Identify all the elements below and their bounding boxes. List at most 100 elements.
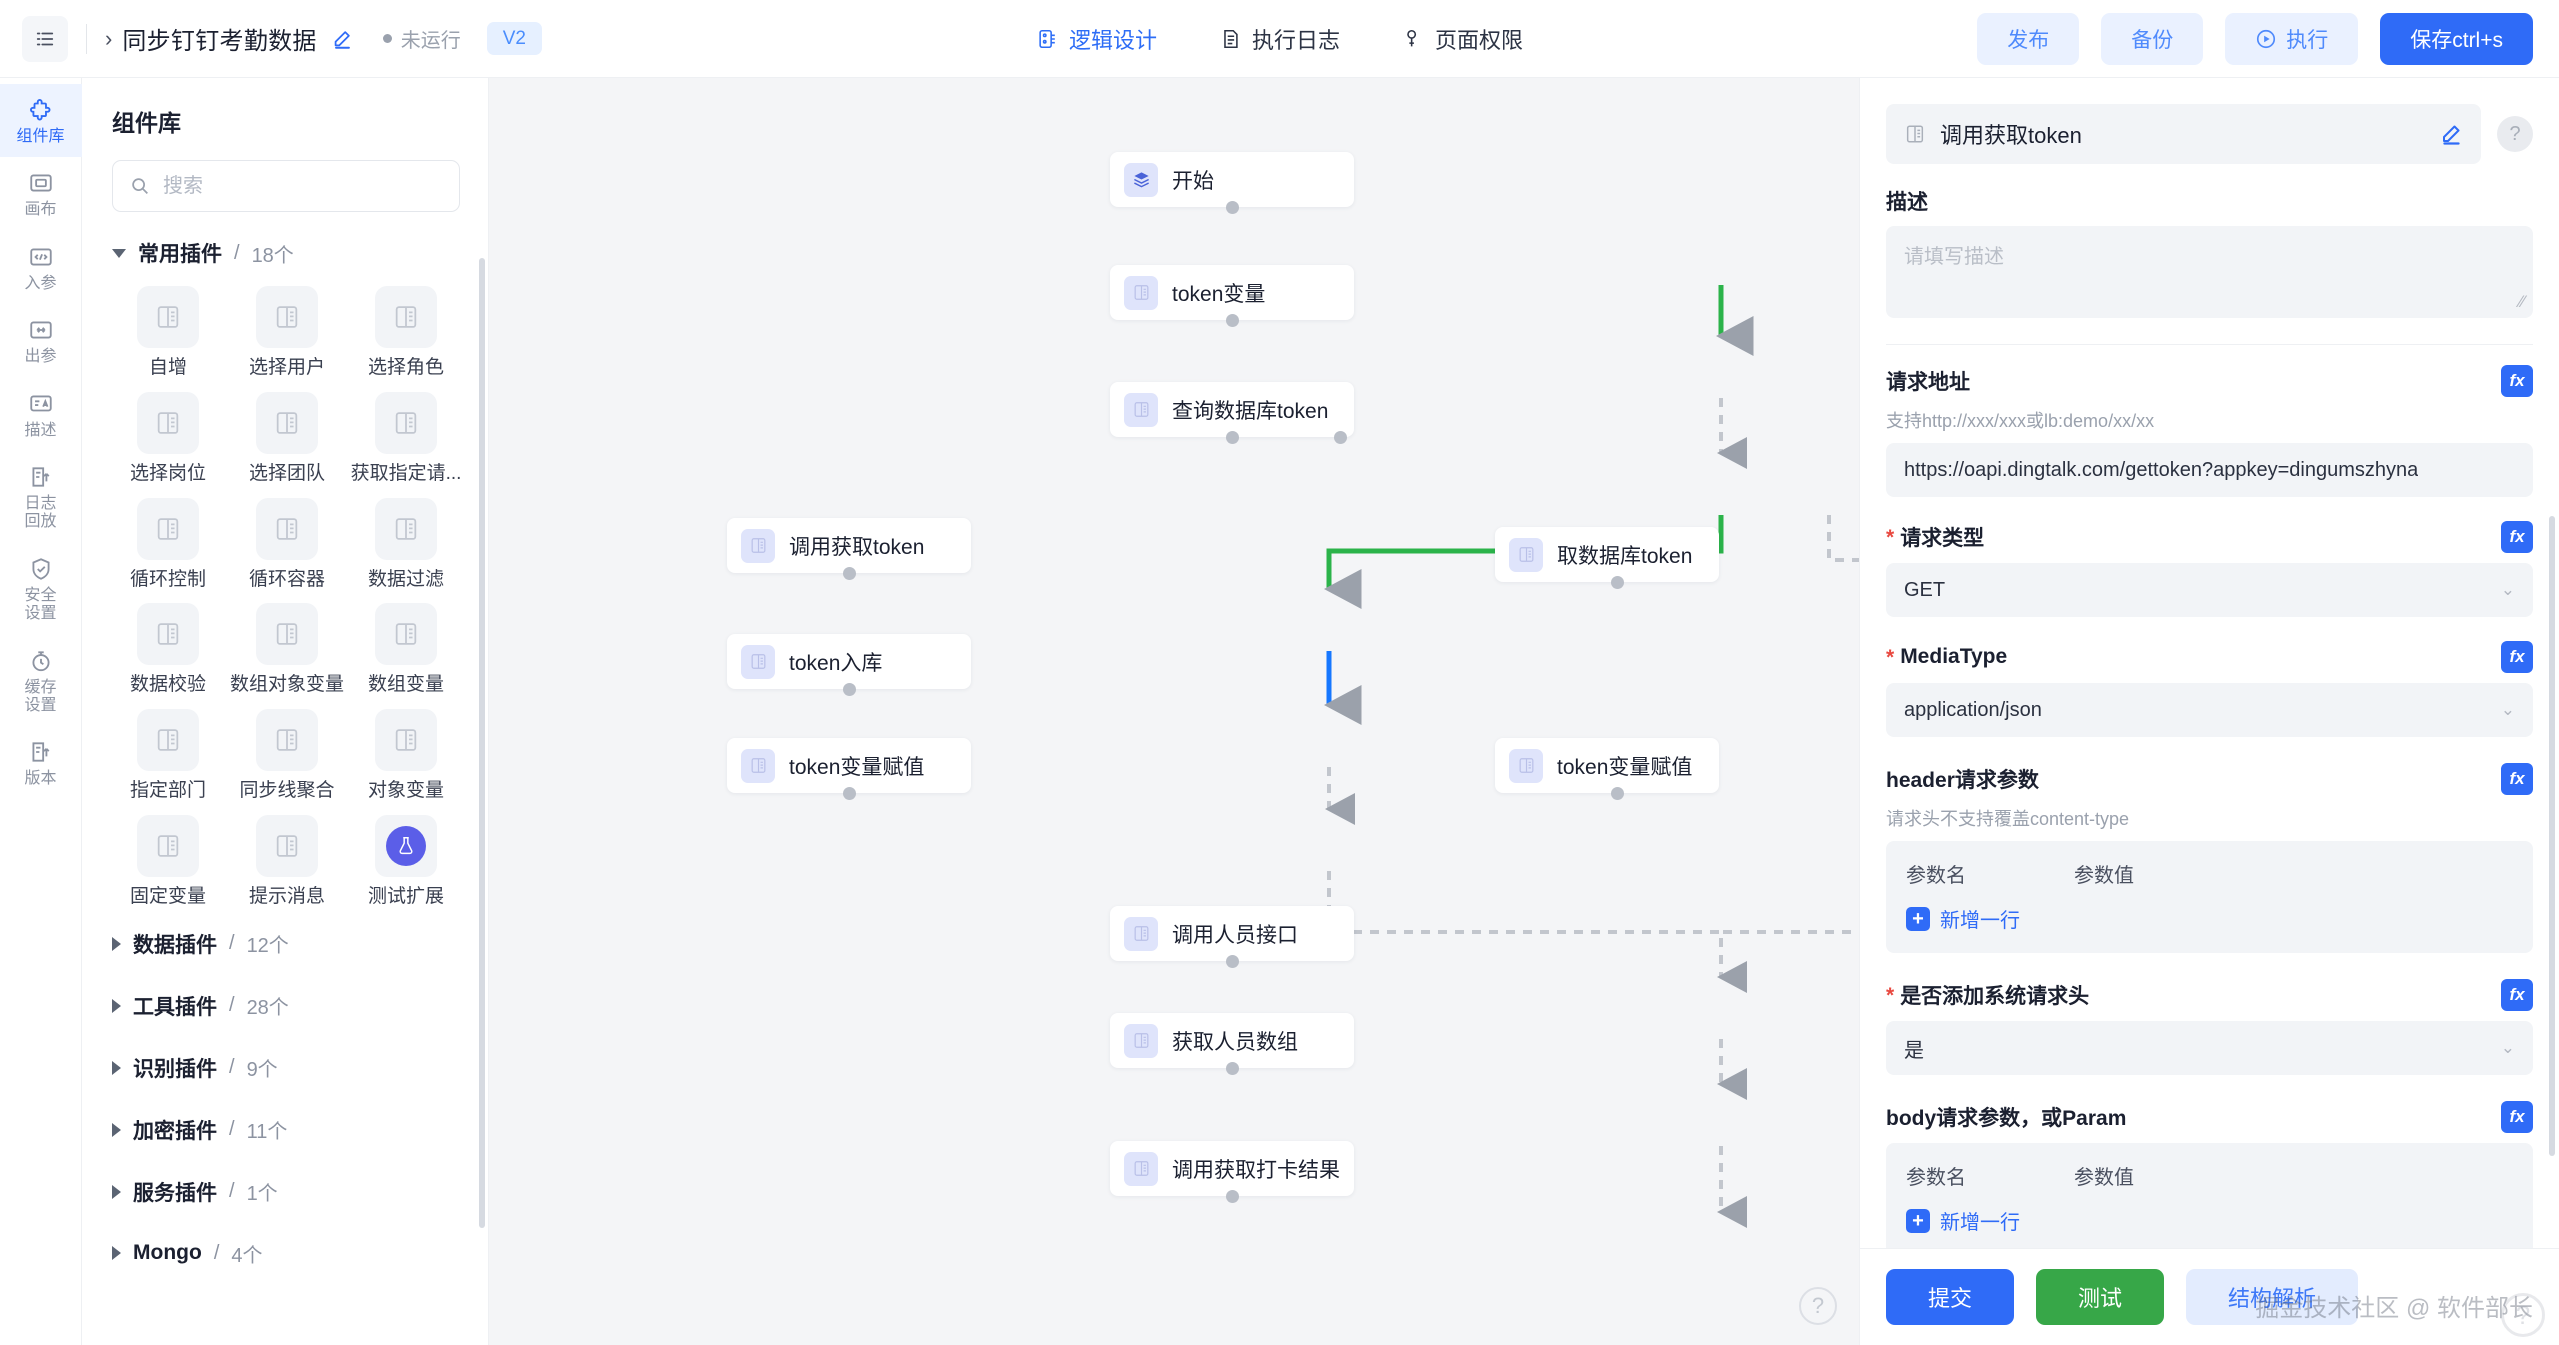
flow-node-port[interactable] xyxy=(1226,1062,1239,1075)
submit-button[interactable]: 提交 xyxy=(1886,1269,2015,1325)
library-tile[interactable]: 提示消息 xyxy=(230,814,344,909)
pencil-icon[interactable] xyxy=(331,28,353,50)
rail-item-security-settings[interactable]: 安全 设置 xyxy=(0,543,82,635)
flow-node-port[interactable] xyxy=(1226,314,1239,327)
rail-item-output-params[interactable]: 出参 xyxy=(0,304,82,377)
publish-button[interactable]: 发布 xyxy=(1977,12,2080,65)
question-icon[interactable]: ? xyxy=(1799,1287,1837,1325)
tab-page-permission[interactable]: 页面权限 xyxy=(1400,17,1525,61)
flow-node-port[interactable] xyxy=(843,683,856,696)
flow-node[interactable]: 开始 xyxy=(1110,152,1354,207)
library-tile[interactable]: 数据校验 xyxy=(112,603,224,697)
library-tile[interactable]: 获取指定请... xyxy=(350,391,462,486)
flow-node[interactable]: token变量 xyxy=(1110,265,1354,320)
library-tile[interactable]: 固定变量 xyxy=(112,814,224,909)
library-category-row[interactable]: 服务插件/1个 xyxy=(82,1161,488,1223)
flow-node-port[interactable] xyxy=(1334,431,1347,444)
flow-node-port[interactable] xyxy=(843,567,856,580)
flow-node[interactable]: token入库 xyxy=(727,634,971,689)
library-tile-label: 获取指定请... xyxy=(350,462,462,484)
library-category-row[interactable]: 工具插件/28个 xyxy=(82,975,488,1037)
search-box[interactable] xyxy=(112,160,460,212)
flow-node[interactable]: 取数据库token xyxy=(1495,527,1719,582)
flow-node-port[interactable] xyxy=(1226,955,1239,968)
rail-item-cache-settings[interactable]: 缓存 设置 xyxy=(0,635,82,727)
pencil-icon[interactable] xyxy=(2439,122,2463,146)
method-select[interactable]: GET ⌄ xyxy=(1886,563,2533,617)
resize-grip-icon[interactable]: ⁄⁄ xyxy=(2519,292,2525,311)
library-scrollbar[interactable] xyxy=(479,258,485,1228)
canvas-frame-icon xyxy=(29,174,52,192)
fx-button-body[interactable]: fx xyxy=(2501,1101,2533,1133)
library-group-common[interactable]: 常用插件 / 18个 xyxy=(82,212,488,274)
rail-item-canvas[interactable]: 画布 xyxy=(0,157,82,230)
save-button[interactable]: 保存ctrl+s xyxy=(2380,12,2533,65)
library-tile[interactable]: 循环控制 xyxy=(112,497,224,592)
flow-node-port[interactable] xyxy=(1226,1190,1239,1203)
library-category-row[interactable]: Mongo/4个 xyxy=(82,1223,488,1284)
rail-item-version[interactable]: 版本 xyxy=(0,726,82,799)
flow-node[interactable]: 查询数据库token xyxy=(1110,382,1354,437)
fx-button-method[interactable]: fx xyxy=(2501,521,2533,553)
library-tile[interactable]: 同步线聚合 xyxy=(230,709,344,803)
question-icon[interactable]: ? xyxy=(2497,116,2533,152)
library-tile[interactable]: 指定部门 xyxy=(112,709,224,803)
flow-node[interactable]: 调用获取打卡结果 xyxy=(1110,1141,1354,1196)
rail-item-description[interactable]: 描述 xyxy=(0,378,82,451)
add-body-row-button[interactable]: + 新增一行 xyxy=(1906,1206,2513,1235)
fx-button-system-header[interactable]: fx xyxy=(2501,979,2533,1011)
plugin-icon xyxy=(136,497,199,560)
flow-node-port[interactable] xyxy=(1611,787,1624,800)
tab-logic-design[interactable]: 逻辑设计 xyxy=(1034,17,1159,61)
panel-scrollbar[interactable] xyxy=(2549,516,2555,1156)
library-tile[interactable]: 数组对象变量 xyxy=(230,603,344,697)
library-category-row[interactable]: 识别插件/9个 xyxy=(82,1037,488,1099)
flow-node[interactable]: 调用获取token xyxy=(727,518,971,573)
library-tile[interactable]: 数组变量 xyxy=(350,603,462,697)
execute-button[interactable]: 执行 xyxy=(2225,12,2359,65)
flow-node-port[interactable] xyxy=(1611,576,1624,589)
fx-button-header[interactable]: fx xyxy=(2501,763,2533,795)
url-input[interactable]: https://oapi.dingtalk.com/gettoken?appke… xyxy=(1886,443,2533,497)
library-tile[interactable]: 数据过滤 xyxy=(350,497,462,592)
flow-node-port[interactable] xyxy=(1226,201,1239,214)
fx-button-url[interactable]: fx xyxy=(2501,365,2533,397)
flow-node[interactable]: 获取人员数组 xyxy=(1110,1013,1354,1068)
library-tile[interactable]: 测试扩展 xyxy=(350,814,462,909)
library-tile[interactable]: 选择岗位 xyxy=(112,391,224,486)
description-placeholder: 请填写描述 xyxy=(1904,246,2004,268)
backup-button[interactable]: 备份 xyxy=(2101,12,2204,65)
tab-execution-log[interactable]: 执行日志 xyxy=(1217,17,1342,61)
rail-item-log-replay[interactable]: 日志 回放 xyxy=(0,451,82,543)
node-name-field[interactable]: 调用获取token xyxy=(1886,104,2481,164)
structure-parse-button[interactable]: 结构解析 xyxy=(2186,1269,2359,1325)
library-tile[interactable]: 循环容器 xyxy=(230,497,344,592)
library-tile[interactable]: 选择用户 xyxy=(230,286,344,380)
search-input[interactable] xyxy=(163,174,443,198)
plugin-icon xyxy=(741,644,775,679)
rail-item-input-params[interactable]: 入参 xyxy=(0,231,82,304)
flow-node-port[interactable] xyxy=(843,787,856,800)
test-button[interactable]: 测试 xyxy=(2036,1269,2165,1325)
fx-button-mediatype[interactable]: fx xyxy=(2501,641,2533,673)
flow-canvas[interactable]: 开始 token变量查询数据库token 调用获取token token入库 token… xyxy=(489,78,1859,1345)
system-header-select[interactable]: 是 ⌄ xyxy=(1886,1021,2533,1075)
flow-node-port[interactable] xyxy=(1226,431,1239,444)
library-tile[interactable]: 选择团队 xyxy=(230,391,344,486)
properties-panel: 调用获取token ? 描述 请填写描述 ⁄⁄ xyxy=(1859,78,2559,1345)
hamburger-list-icon[interactable] xyxy=(22,15,68,62)
add-header-row-button[interactable]: + 新增一行 xyxy=(1906,904,2513,933)
flow-node[interactable]: token变量赋值 xyxy=(1495,738,1719,793)
library-category-row[interactable]: 数据插件/12个 xyxy=(82,913,488,975)
library-category-row[interactable]: 加密插件/11个 xyxy=(82,1099,488,1161)
rail-item-component-library[interactable]: 组件库 xyxy=(0,84,82,158)
flow-node[interactable]: token变量赋值 xyxy=(727,738,971,793)
flow-node[interactable]: 调用人员接口 xyxy=(1110,906,1354,961)
description-textarea[interactable]: 请填写描述 ⁄⁄ xyxy=(1886,226,2533,318)
version-badge[interactable]: V2 xyxy=(486,22,542,55)
mediatype-select[interactable]: application/json ⌄ xyxy=(1886,683,2533,737)
library-tile[interactable]: 选择角色 xyxy=(350,286,462,380)
library-tile[interactable]: 自增 xyxy=(112,286,224,380)
library-tiles: 自增选择用户选择角色选择岗位选择团队获取指定请... 循环控制循环容器数据过滤数据… xyxy=(82,274,488,909)
library-tile[interactable]: 对象变量 xyxy=(350,709,462,803)
